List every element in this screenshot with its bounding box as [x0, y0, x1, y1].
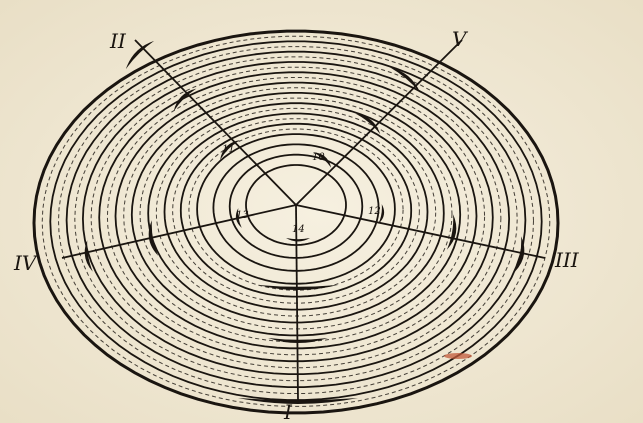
- inner-mark-bottom: 14: [292, 224, 305, 235]
- label-V: V: [452, 27, 469, 51]
- inner-mark-upper-right: 10: [312, 152, 325, 163]
- inner-mark-left: 13: [236, 210, 249, 221]
- label-III: III: [554, 248, 580, 272]
- ink-stain: [444, 353, 472, 359]
- label-IV: IV: [13, 251, 39, 275]
- inner-mark-right: 12: [368, 206, 381, 217]
- label-I: I: [283, 400, 293, 423]
- inner-mark-upper-left: 11: [222, 144, 235, 155]
- label-II: II: [109, 29, 127, 53]
